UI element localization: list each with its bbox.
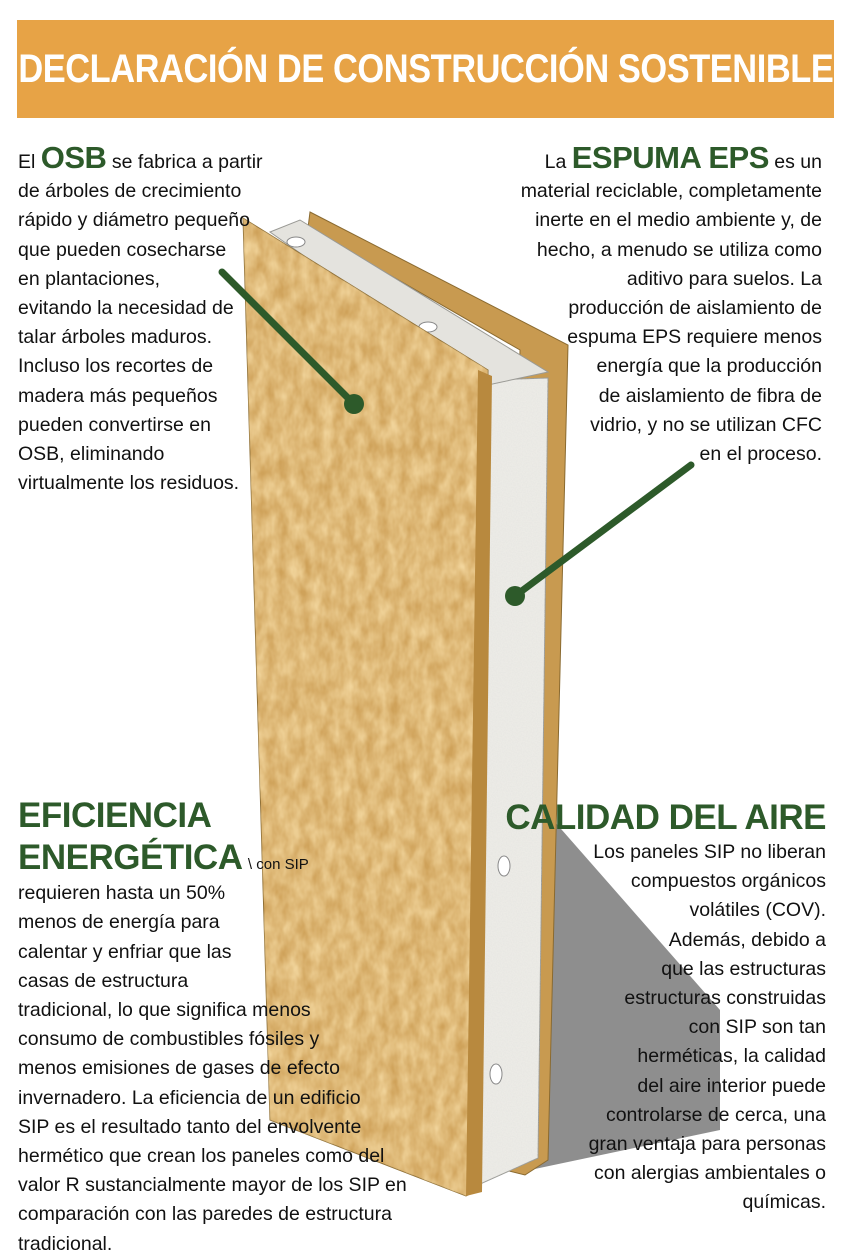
title-banner: DECLARACIÓN DE CONSTRUCCIÓN SOSTENIBLE bbox=[17, 20, 834, 118]
osb-keyword: OSB bbox=[40, 140, 107, 175]
osb-description: El OSB se fabrica a partir de árboles de… bbox=[18, 140, 263, 495]
page-title: DECLARACIÓN DE CONSTRUCCIÓN SOSTENIBLE bbox=[17, 46, 834, 91]
calidad-aire-heading: CALIDAD DEL AIRE bbox=[505, 798, 826, 837]
eficiencia-description: ENERGÉTICA \ con SIP requieren hasta un … bbox=[18, 838, 407, 1255]
osb-pointer-line bbox=[218, 268, 358, 408]
eps-pointer-line bbox=[511, 461, 695, 600]
sip-panel-illustration bbox=[218, 211, 720, 1197]
panel-shadow bbox=[520, 805, 720, 1170]
calidad-aire-description: Los paneles SIP no liberan compuestos or… bbox=[588, 841, 826, 1214]
eps-description: La ESPUMA EPS es un material reciclable,… bbox=[520, 140, 822, 466]
eps-pointer-dot bbox=[505, 586, 525, 606]
eficiencia-heading: EFICIENCIA bbox=[18, 796, 212, 835]
eps-keyword: ESPUMA EPS bbox=[571, 140, 770, 175]
osb-pointer-dot bbox=[344, 394, 364, 414]
